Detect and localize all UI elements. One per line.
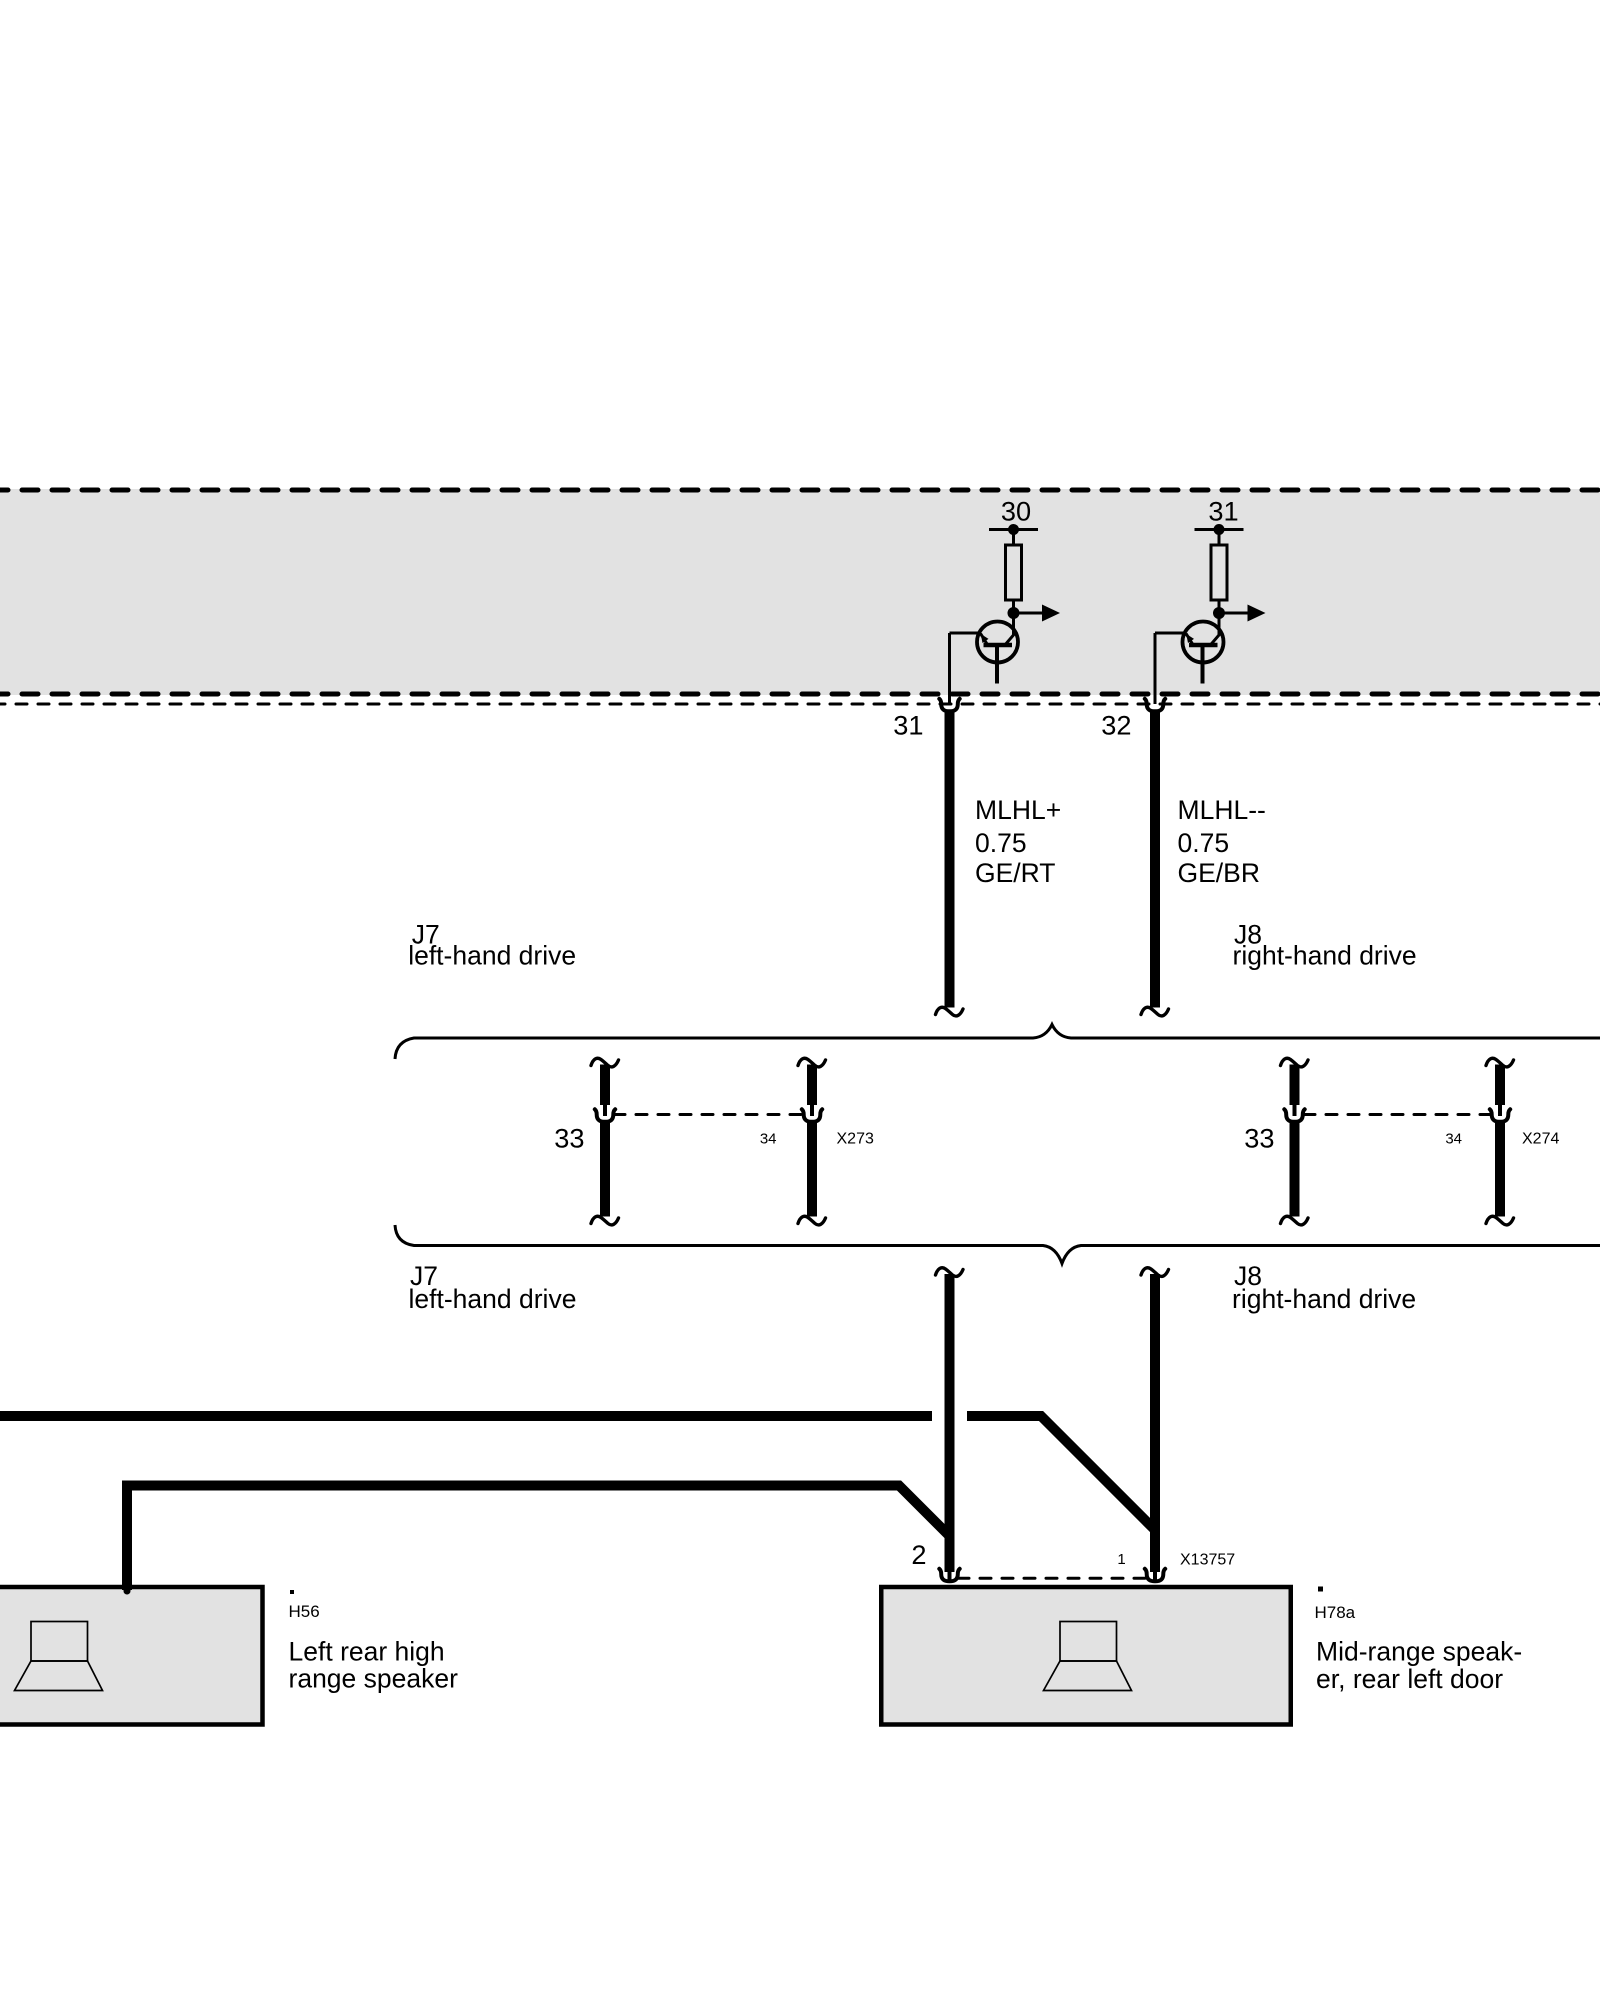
svg-text:34: 34: [760, 1130, 777, 1147]
svg-text:H56: H56: [289, 1602, 320, 1621]
svg-text:X13757: X13757: [1180, 1552, 1235, 1569]
svg-text:1: 1: [1117, 1551, 1125, 1568]
svg-text:MLHL+: MLHL+: [975, 795, 1061, 825]
svg-text:left-hand drive: left-hand drive: [409, 1284, 577, 1314]
svg-text:34: 34: [1445, 1130, 1462, 1147]
svg-text:0.75: 0.75: [975, 828, 1027, 858]
svg-text:33: 33: [554, 1123, 584, 1154]
svg-text:2: 2: [911, 1539, 926, 1570]
svg-text:31: 31: [893, 710, 923, 741]
svg-text:MLHL--: MLHL--: [1178, 795, 1266, 825]
svg-text:J7: J7: [410, 1261, 438, 1291]
svg-text:Left rear high: Left rear high: [289, 1637, 445, 1667]
svg-text:right-hand drive: right-hand drive: [1233, 941, 1417, 971]
svg-text:GE/BR: GE/BR: [1178, 858, 1260, 888]
svg-text:X273: X273: [837, 1130, 874, 1147]
svg-text:Mid-range speak-: Mid-range speak-: [1316, 1637, 1522, 1667]
svg-text:30: 30: [1001, 496, 1031, 527]
svg-text:right-hand drive: right-hand drive: [1232, 1284, 1416, 1314]
svg-text:er, rear left door: er, rear left door: [1316, 1664, 1503, 1694]
svg-text:H78a: H78a: [1315, 1603, 1356, 1622]
svg-text:range speaker: range speaker: [289, 1664, 459, 1694]
svg-text:GE/RT: GE/RT: [975, 858, 1056, 888]
svg-text:J8: J8: [1234, 1261, 1262, 1291]
svg-text:J8: J8: [1234, 920, 1262, 950]
svg-text:J7: J7: [412, 920, 440, 950]
svg-text:33: 33: [1244, 1123, 1274, 1154]
svg-text:0.75: 0.75: [1178, 828, 1230, 858]
svg-text:32: 32: [1101, 710, 1131, 741]
svg-text:31: 31: [1208, 496, 1238, 527]
svg-text:X274: X274: [1522, 1130, 1559, 1147]
svg-text:left-hand drive: left-hand drive: [408, 941, 576, 971]
